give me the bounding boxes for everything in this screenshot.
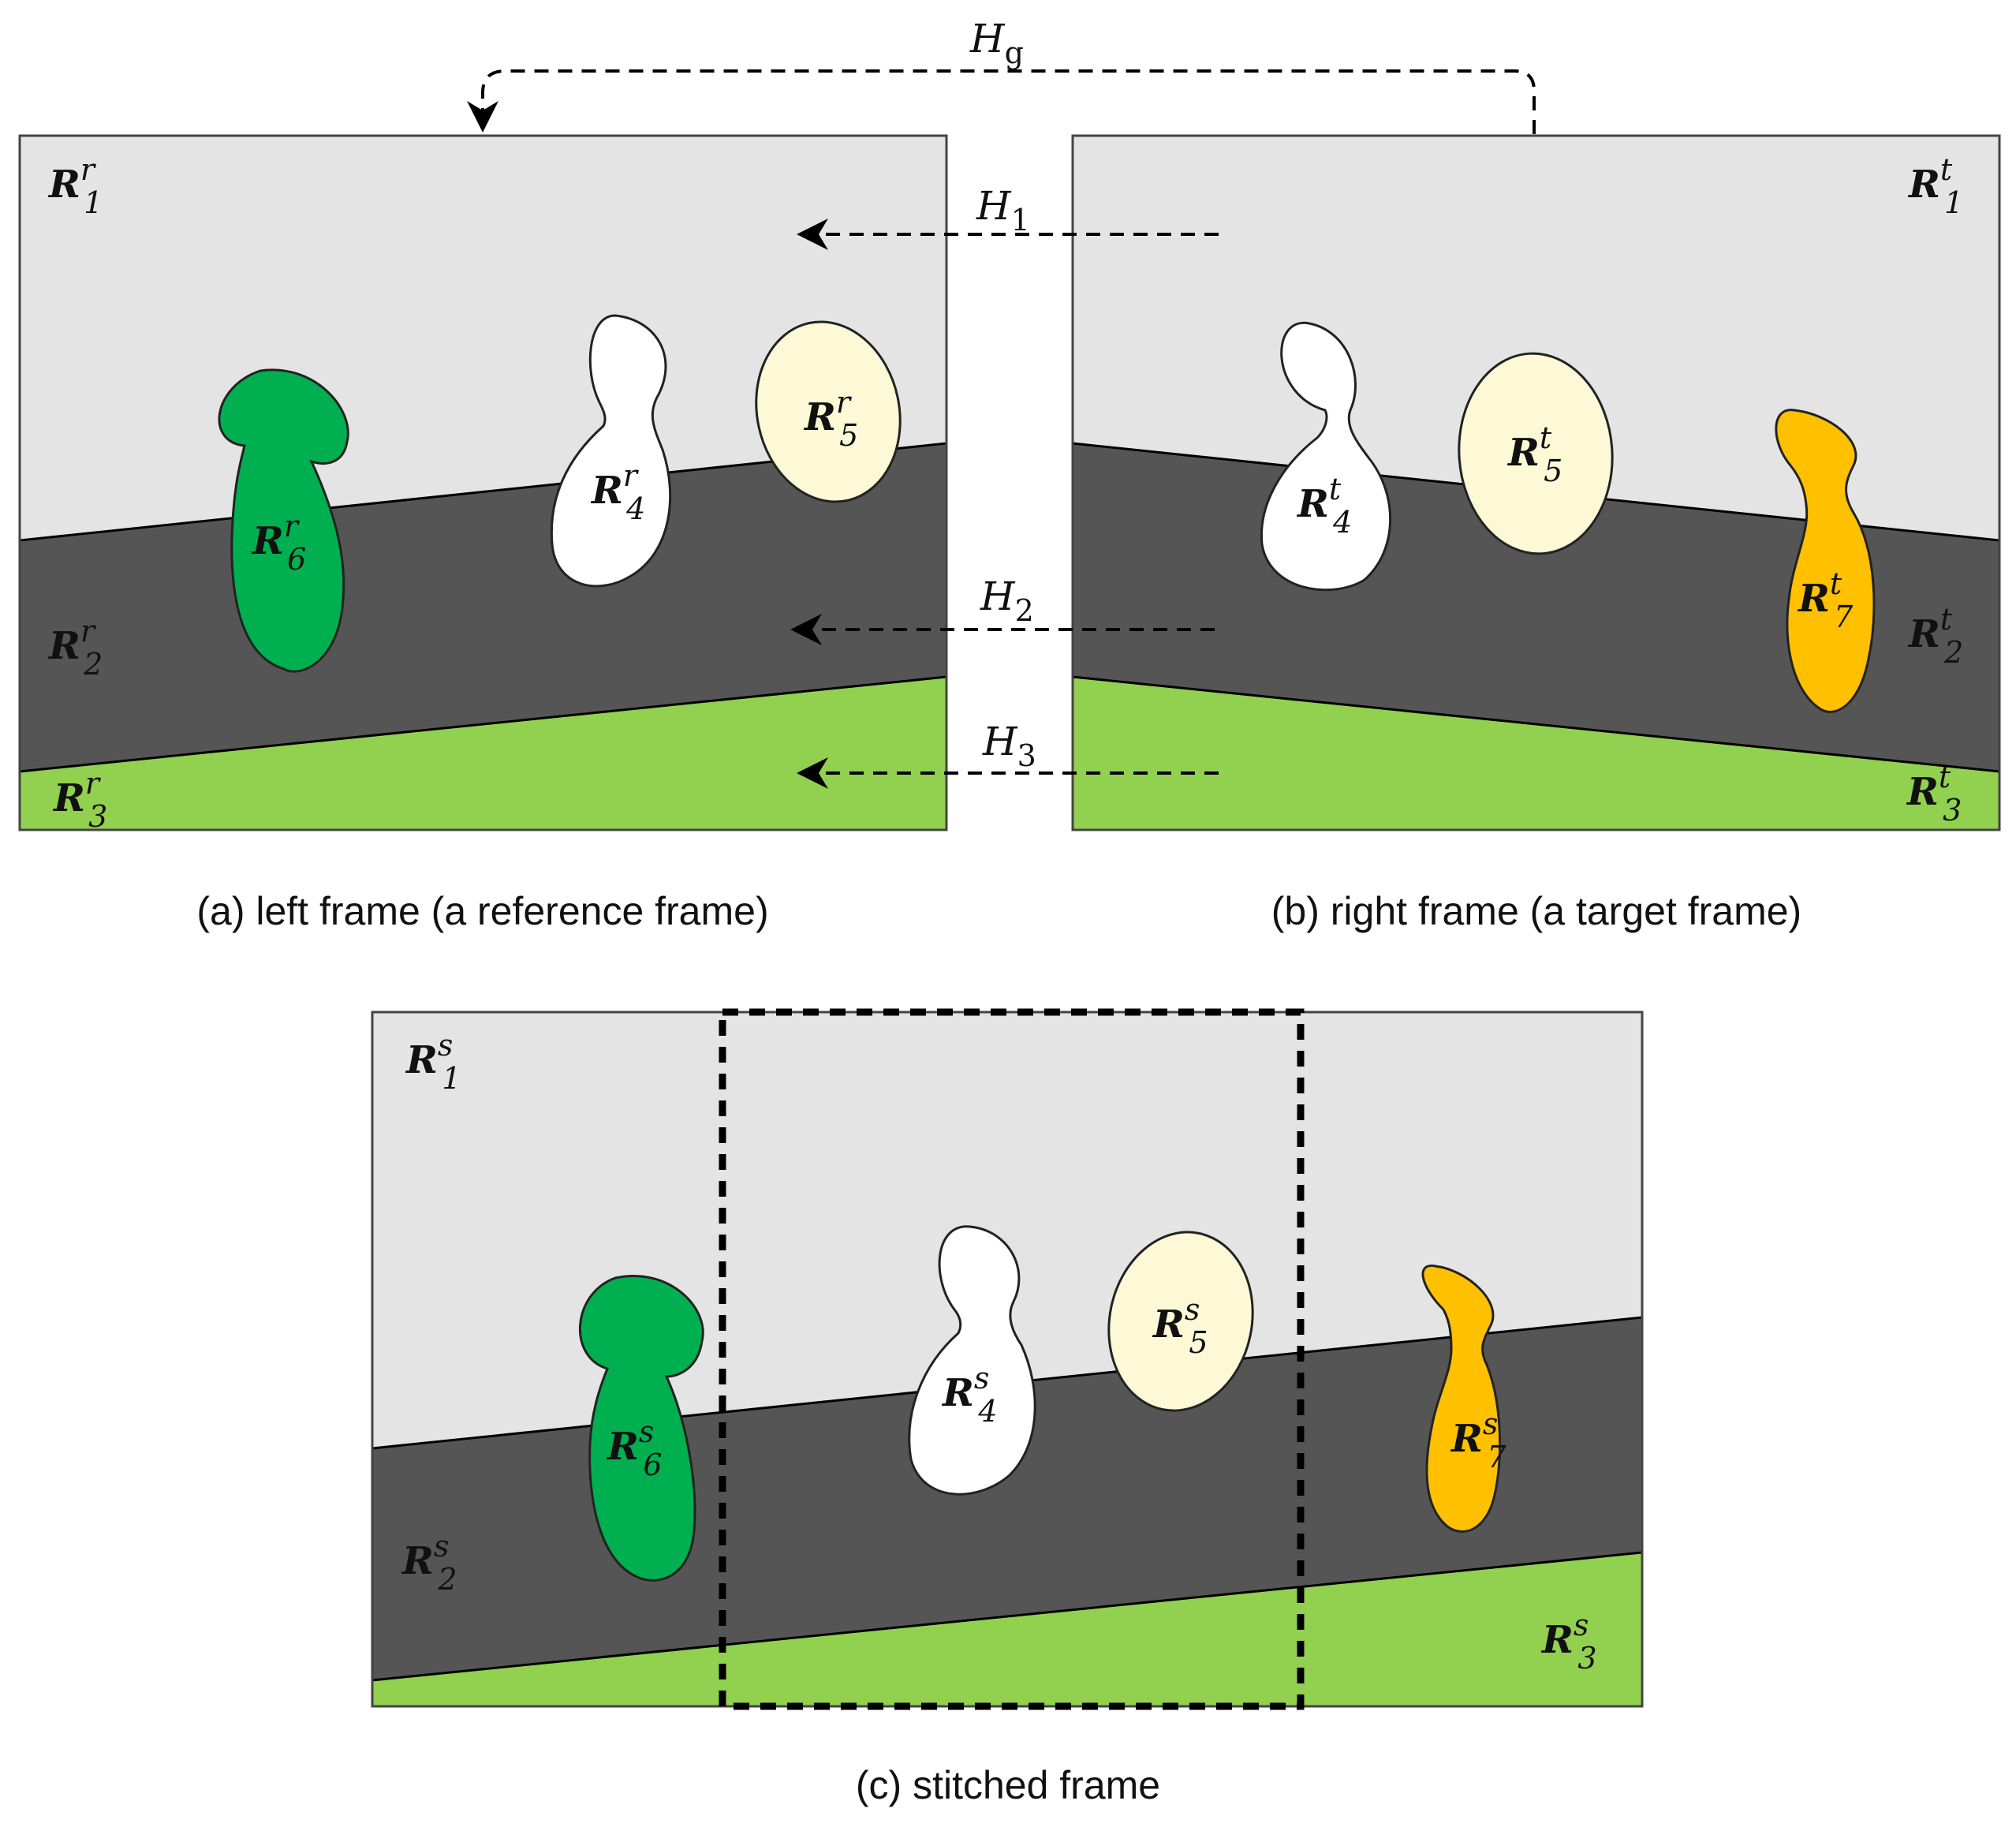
overlap-region-box [719, 1008, 1305, 1710]
homography-arrows: Hg H1 H2 H3 [467, 16, 1536, 789]
caption-b: (b) right frame (a target frame) [1271, 889, 1801, 933]
hg-arrow [467, 69, 1536, 134]
stitched-road-region [372, 1317, 1642, 1680]
stitched-ellipse-object [1107, 1231, 1254, 1412]
left-grass-region [20, 677, 946, 830]
hg-label: Hg [969, 16, 1024, 70]
left-white-object [550, 314, 672, 588]
caption-a: (a) left frame (a reference frame) [196, 889, 768, 933]
left-ellipse-object [755, 320, 902, 503]
h3-label: H3 [982, 719, 1036, 773]
right-grass-region [1073, 677, 1999, 830]
h2-label: H2 [980, 574, 1034, 628]
right-white-object [1260, 321, 1391, 592]
right-ellipse-object [1458, 352, 1614, 555]
caption-c: (c) stitched frame [856, 1763, 1160, 1807]
stitched-green-object [579, 1275, 704, 1582]
stitched-orange-object [1421, 1265, 1502, 1533]
stitched-grass-region [372, 1552, 1642, 1706]
h1-label: H1 [976, 183, 1030, 237]
stitched-white-object [908, 1225, 1036, 1496]
left-green-object [218, 368, 349, 673]
right-orange-object [1775, 409, 1876, 713]
